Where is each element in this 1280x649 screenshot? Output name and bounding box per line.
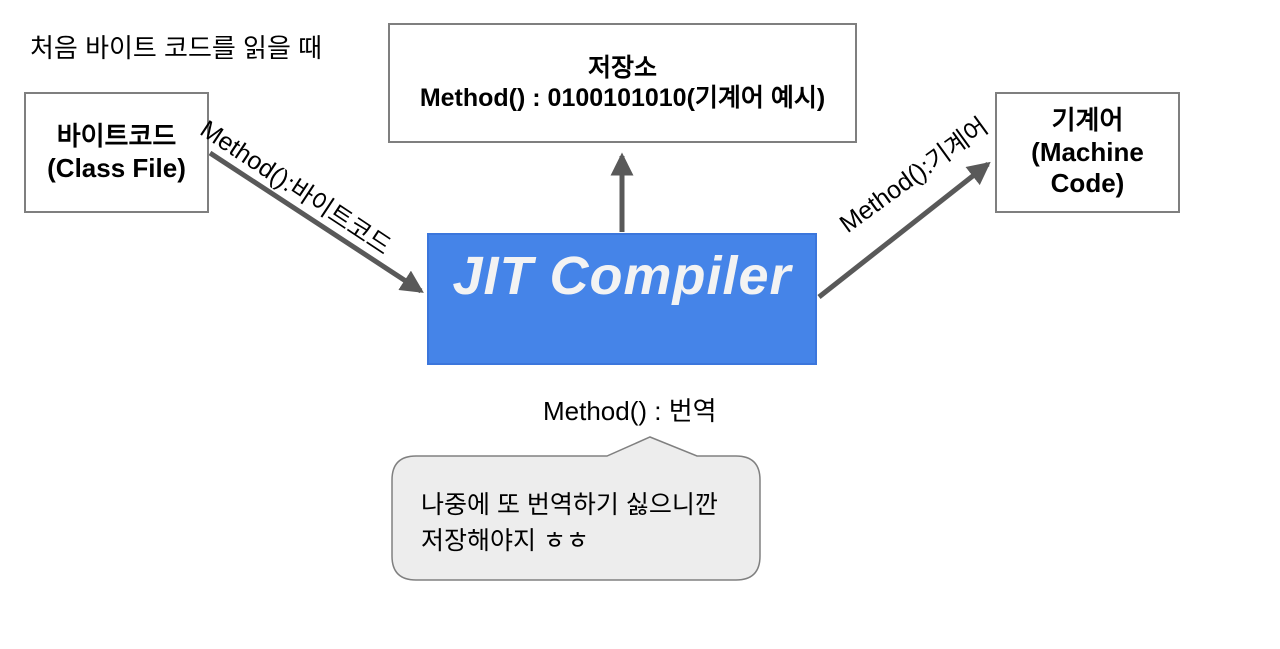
- edge-label-bytecode: Method():바이트코드: [195, 115, 396, 261]
- node-storage-title: 저장소: [587, 53, 657, 82]
- node-bytecode: 바이트코드 (Class File): [24, 92, 209, 213]
- node-bytecode-label-en: (Class File): [47, 152, 186, 183]
- node-machine-label-ko: 기계어: [1051, 104, 1124, 135]
- node-jit-compiler: JIT Compiler: [427, 233, 817, 365]
- speech-bubble-line-1: 나중에 또 번역하기 싫으니깐: [421, 491, 718, 519]
- jit-compiler-label: JIT Compiler: [452, 246, 792, 306]
- speech-bubble-text: 나중에 또 번역하기 싫으니깐 저장해야지 ㅎㅎ: [421, 487, 718, 560]
- arrow-bytecode-to-jit: [208, 150, 424, 294]
- method-translate-label: Method() : 번역: [543, 396, 717, 426]
- node-storage: 저장소 Method() : 0100101010(기계어 예시): [388, 23, 857, 143]
- node-storage-method-example: Method() : 0100101010(기계어 예시): [419, 84, 826, 112]
- speech-bubble-line-2: 저장해야지 ㅎㅎ: [421, 527, 589, 556]
- node-bytecode-label-ko: 바이트코드: [56, 120, 177, 151]
- node-machine-label-en-2: Code): [1050, 168, 1125, 199]
- node-machine-label-en-1: (Machine: [1031, 136, 1144, 167]
- node-machine-code: 기계어 (Machine Code): [995, 92, 1180, 213]
- page-title: 처음 바이트 코드를 읽을 때: [30, 33, 323, 63]
